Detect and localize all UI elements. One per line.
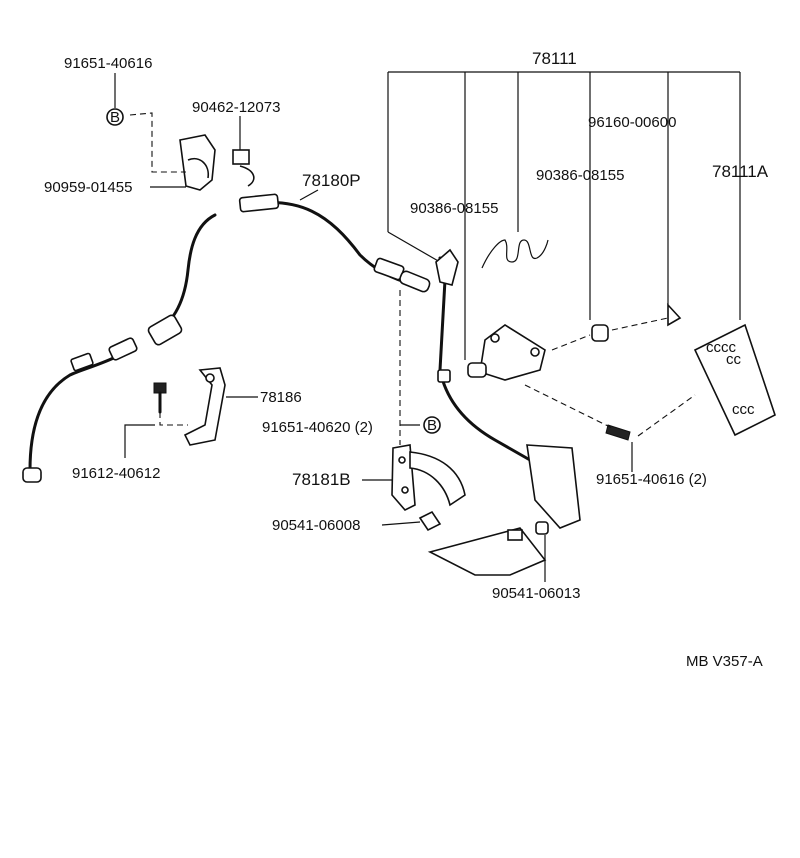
label-78180P: 78180P xyxy=(302,171,361,190)
clip-90462-12073 xyxy=(232,149,255,187)
label-90541-06013: 90541-06013 xyxy=(492,585,580,602)
marker-b-top: B xyxy=(106,108,124,126)
bracket-78181B xyxy=(391,444,466,511)
pedal-lever xyxy=(435,248,581,529)
label-78186: 78186 xyxy=(260,389,302,406)
pad-texture-top: cccc xyxy=(706,339,737,356)
leader-78111-bracket xyxy=(387,71,741,360)
pad-texture-mid: cc xyxy=(726,351,742,368)
bolt-91612-40612 xyxy=(153,382,167,414)
label-90959-01455: 90959-01455 xyxy=(44,179,132,196)
marker-b-mid: B xyxy=(423,416,441,434)
label-78111A: 78111A xyxy=(712,162,769,181)
hinge-bracket xyxy=(467,324,546,381)
label-90386-08155-b: 90386-08155 xyxy=(410,200,498,217)
label-91612-40612: 91612-40612 xyxy=(72,465,160,482)
marker-b-top-text: B xyxy=(110,109,120,126)
label-96160-00600: 96160-00600 xyxy=(588,114,676,131)
label-91651-40616-top: 91651-40616 xyxy=(64,55,152,72)
pedal-pad-78111A: cccc cc ccc xyxy=(693,323,776,437)
pad-texture-bot: ccc xyxy=(732,401,755,418)
marker-b-mid-text: B xyxy=(427,417,437,434)
label-91651-40620: 91651-40620 (2) xyxy=(262,419,373,436)
label-90462-12073: 90462-12073 xyxy=(192,99,280,116)
floor-plate xyxy=(427,527,547,576)
label-leaders xyxy=(114,73,633,582)
spring-90386-08155 xyxy=(481,239,549,269)
label-90386-08155-a: 90386-08155 xyxy=(536,167,624,184)
clamp-90959-01455 xyxy=(179,134,216,191)
label-91651-40616-2: 91651-40616 (2) xyxy=(596,471,707,488)
bracket-78186 xyxy=(183,367,226,446)
label-78181B: 78181B xyxy=(292,470,351,489)
stopper-90541-06013 xyxy=(535,521,549,535)
bushing-96160-00600 xyxy=(591,302,682,342)
label-90541-06008: 90541-06008 xyxy=(272,517,360,534)
label-78111: 78111 xyxy=(532,49,577,68)
throttle-cable xyxy=(22,193,431,483)
screw-91651-40616-2 xyxy=(605,424,631,441)
diagram-code: MB V357-A xyxy=(686,653,763,670)
stopper-90541-06008 xyxy=(418,510,442,532)
